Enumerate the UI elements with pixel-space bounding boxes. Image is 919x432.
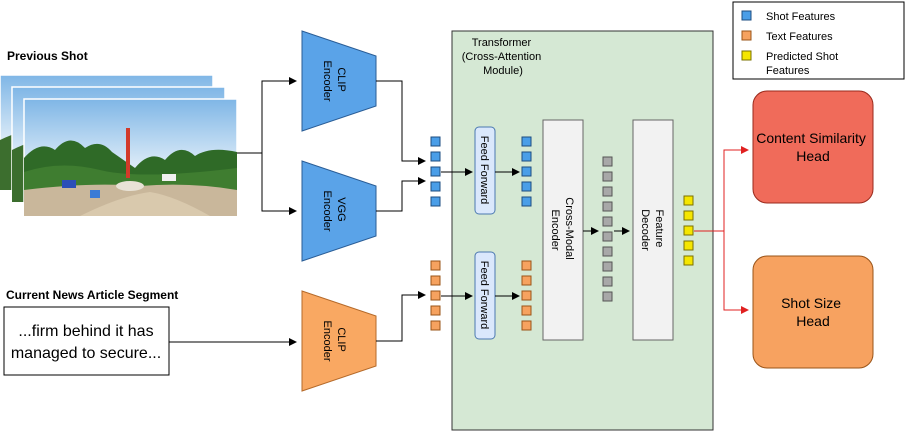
rocket-icon bbox=[126, 128, 130, 178]
article-text-line-1: ...firm behind it has bbox=[18, 323, 153, 340]
cross-modal-encoder: Cross-Modal Encoder bbox=[542, 119, 584, 341]
fused-token-stack bbox=[602, 156, 613, 302]
shot-token bbox=[521, 166, 532, 177]
predicted-token-stack bbox=[683, 195, 694, 266]
fused-token bbox=[602, 276, 613, 287]
text-token bbox=[521, 305, 532, 316]
svg-text:CLIP Encoder: CLIP Encoder bbox=[321, 321, 347, 362]
fused-token bbox=[602, 186, 613, 197]
svg-text:Content Similarity Head: Content Similarity Head bbox=[756, 130, 870, 164]
connector-to-shot-size-head bbox=[723, 231, 749, 314]
text-token-stack-input bbox=[430, 260, 441, 331]
content-similarity-head: Content Similarity Head bbox=[752, 90, 874, 204]
fused-token bbox=[602, 156, 613, 167]
clip-bottom-line-2: Encoder bbox=[321, 321, 333, 362]
fused-token bbox=[602, 231, 613, 242]
legend-shot-label: Shot Features bbox=[766, 11, 836, 23]
shot-token bbox=[521, 181, 532, 192]
shot-token-stack-inner bbox=[521, 136, 532, 207]
clip-encoder-bottom: CLIP Encoder bbox=[301, 290, 377, 392]
predicted-token bbox=[683, 210, 694, 221]
text-token-stack-inner bbox=[521, 260, 532, 331]
article-text-line-2: managed to secure... bbox=[11, 345, 161, 362]
text-token bbox=[521, 260, 532, 271]
connector-frames-to-clip bbox=[237, 77, 297, 154]
legend-text-swatch bbox=[741, 30, 752, 41]
text-token bbox=[430, 275, 441, 286]
shot-token bbox=[430, 136, 441, 147]
connector-frames-to-vgg bbox=[261, 153, 297, 215]
shot-size-head: Shot Size Head bbox=[752, 255, 874, 369]
current-segment-label: Current News Article Segment bbox=[6, 288, 178, 302]
text-token bbox=[430, 305, 441, 316]
legend-shot-swatch bbox=[741, 10, 752, 21]
shot-token bbox=[521, 196, 532, 207]
frame-front bbox=[23, 98, 238, 217]
shot-token bbox=[430, 166, 441, 177]
vgg-encoder: VGG Encoder bbox=[301, 160, 377, 262]
legend-predicted-label: Predicted Shot Features bbox=[766, 51, 841, 77]
text-token bbox=[430, 320, 441, 331]
fused-token bbox=[602, 246, 613, 257]
connector-to-content-head bbox=[694, 146, 749, 232]
legend: Shot Features Text Features Predicted Sh… bbox=[732, 1, 905, 80]
connector-clip-to-tokens bbox=[376, 80, 426, 165]
previous-shot-label: Previous Shot bbox=[7, 49, 88, 63]
vgg-line-2: Encoder bbox=[321, 191, 333, 232]
predicted-token bbox=[683, 225, 694, 236]
feed-forward-top: Feed Forward bbox=[474, 126, 496, 215]
feature-decoder: Feature Decoder bbox=[632, 119, 674, 341]
svg-text:VGG Encoder: VGG Encoder bbox=[321, 191, 347, 232]
svg-text:CLIP Encoder: CLIP Encoder bbox=[321, 61, 347, 102]
text-token bbox=[521, 320, 532, 331]
clip-bottom-line-1: CLIP bbox=[335, 327, 347, 351]
text-token bbox=[521, 275, 532, 286]
previous-shot-frames bbox=[0, 74, 238, 217]
article-text-box bbox=[3, 306, 170, 376]
svg-text:Feed Forward: Feed Forward bbox=[478, 136, 490, 204]
legend-predicted-swatch bbox=[741, 50, 752, 61]
legend-text-label: Text Features bbox=[766, 31, 833, 43]
svg-text:Feature Decoder: Feature Decoder bbox=[639, 209, 665, 251]
text-token bbox=[521, 290, 532, 301]
shot-token bbox=[430, 196, 441, 207]
predicted-token bbox=[683, 195, 694, 206]
shot-token bbox=[430, 181, 441, 192]
shot-token bbox=[521, 151, 532, 162]
svg-text:Feed Forward: Feed Forward bbox=[478, 261, 490, 329]
connector-clip-bottom-to-tokens bbox=[376, 291, 426, 342]
svg-text:Cross-Modal Encoder: Cross-Modal Encoder bbox=[549, 197, 575, 262]
predicted-token bbox=[683, 240, 694, 251]
clip-top-line-2: Encoder bbox=[321, 61, 333, 102]
fused-token bbox=[602, 201, 613, 212]
feed-forward-bottom: Feed Forward bbox=[474, 251, 496, 340]
fused-token bbox=[602, 261, 613, 272]
fused-token bbox=[602, 171, 613, 182]
shot-token bbox=[521, 136, 532, 147]
vgg-line-1: VGG bbox=[335, 197, 347, 221]
clip-encoder-top: CLIP Encoder bbox=[301, 30, 377, 132]
fused-token bbox=[602, 291, 613, 302]
clip-top-line-1: CLIP bbox=[335, 67, 347, 91]
svg-text:Shot Size Head: Shot Size Head bbox=[781, 295, 845, 329]
text-token bbox=[430, 260, 441, 271]
shot-token-stack-input bbox=[430, 136, 441, 207]
connector-vgg-to-tokens bbox=[376, 177, 426, 212]
transformer-title: Transformer (Cross-Attention Module) bbox=[462, 37, 545, 77]
predicted-token bbox=[683, 255, 694, 266]
fused-token bbox=[602, 216, 613, 227]
text-token bbox=[430, 290, 441, 301]
shot-token bbox=[430, 151, 441, 162]
